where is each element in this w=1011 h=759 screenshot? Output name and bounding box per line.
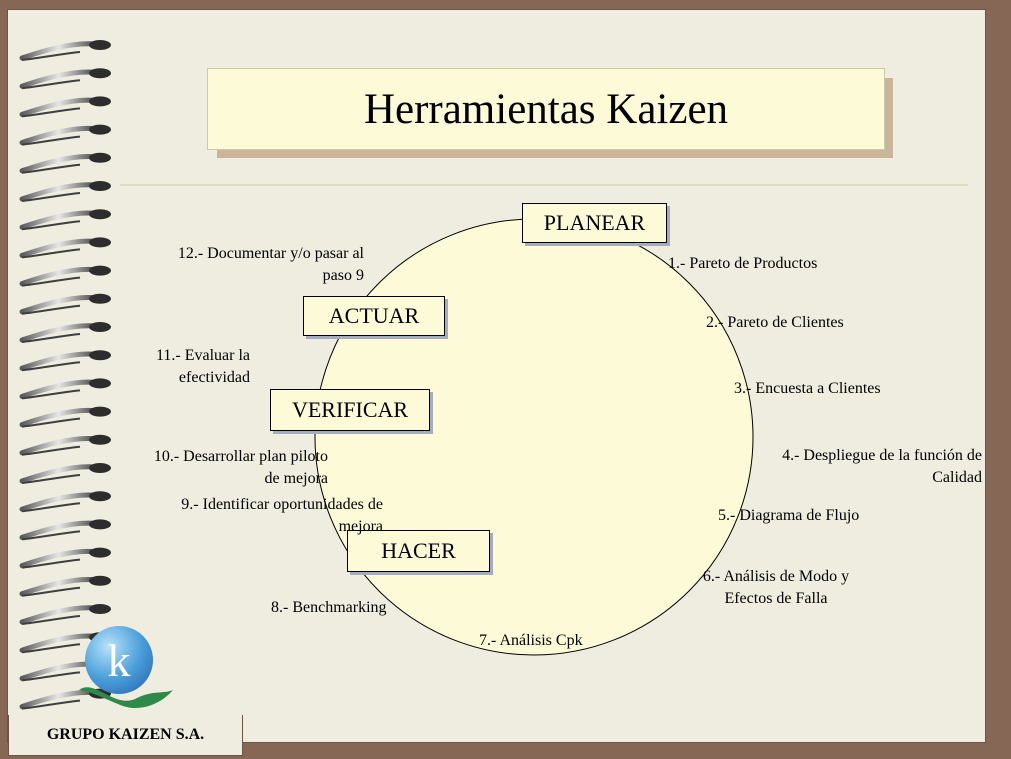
spiral-hole <box>89 406 111 417</box>
spiral-coil-back <box>21 276 81 287</box>
spiral-coil-back <box>21 304 81 315</box>
spiral-coil <box>19 154 98 174</box>
tool-label-8: 8.- Benchmarking <box>271 599 387 616</box>
svg-text:k: k <box>108 635 131 686</box>
page-title: Herramientas Kaizen <box>207 68 885 150</box>
spiral-hole <box>89 181 111 191</box>
spiral-coil-back <box>21 586 81 597</box>
spiral-hole <box>89 96 111 107</box>
spiral-hole <box>89 209 111 220</box>
phase-box-actuar: ACTUAR <box>303 296 445 336</box>
spiral-hole <box>89 68 111 79</box>
tool-label-5: 5.- Diagrama de Flujo <box>718 507 860 524</box>
spiral-coil-back <box>21 220 81 231</box>
spiral-binding-icon <box>19 40 111 710</box>
phase-box-planear: PLANEAR <box>522 203 667 243</box>
spiral-hole <box>89 265 111 276</box>
spiral-coil-back <box>21 361 81 372</box>
spiral-coil-back <box>21 699 81 710</box>
spiral-coil-back <box>21 502 81 513</box>
spiral-coil-back <box>21 192 81 202</box>
spiral-coil <box>19 464 98 484</box>
spiral-hole <box>89 491 111 502</box>
spiral-coil <box>19 323 98 343</box>
spiral-hole <box>89 463 111 473</box>
spiral-hole <box>89 40 111 50</box>
spiral-coil-back <box>21 474 81 484</box>
spiral-hole <box>89 547 111 558</box>
spiral-hole <box>89 322 111 332</box>
spiral-hole <box>89 604 111 614</box>
spiral-hole <box>89 237 111 248</box>
spiral-coil <box>19 436 98 456</box>
spiral-coil <box>19 125 98 146</box>
spiral-coil <box>19 548 98 569</box>
tool-label-7: 7.- Análisis Cpk <box>479 632 583 649</box>
spiral-coil-back <box>21 417 81 428</box>
spiral-coil <box>19 577 98 597</box>
spiral-hole <box>89 434 111 445</box>
spiral-coil-back <box>21 445 81 456</box>
spiral-coil <box>19 41 98 61</box>
spiral-coil <box>19 295 98 315</box>
phase-box-hacer: HACER <box>347 530 490 572</box>
spiral-coil-back <box>21 530 81 541</box>
spiral-coil-back <box>21 135 81 146</box>
spiral-coil <box>19 407 98 428</box>
spiral-coil-back <box>21 248 81 259</box>
spiral-coil <box>19 605 98 625</box>
spiral-hole <box>89 124 111 135</box>
spiral-coil <box>19 351 98 371</box>
footer-company: GRUPO KAIZEN S.A. <box>8 715 243 756</box>
spiral-coil-back <box>21 671 81 682</box>
spiral-coil <box>19 210 98 230</box>
spiral-coil-back <box>21 558 81 569</box>
spiral-coil <box>19 266 98 287</box>
spiral-hole <box>89 519 111 530</box>
phase-box-verificar: VERIFICAR <box>270 389 430 431</box>
spiral-coil <box>19 633 98 653</box>
tool-label-1: 1.- Pareto de Productos <box>668 255 818 272</box>
spiral-coil <box>19 182 98 202</box>
tool-label-3: 3.- Encuesta a Clientes <box>734 380 881 397</box>
tool-label-2: 2.- Pareto de Clientes <box>706 314 844 331</box>
spiral-coil <box>19 97 98 117</box>
spiral-coil-back <box>21 107 81 118</box>
spiral-hole <box>89 152 111 163</box>
spiral-coil-back <box>21 79 81 90</box>
spiral-coil <box>19 520 98 540</box>
spiral-hole <box>89 575 111 586</box>
spiral-coil-back <box>21 389 81 400</box>
kaizen-logo-icon: k <box>79 626 173 709</box>
spiral-coil <box>19 379 98 399</box>
spiral-coil-back <box>21 163 81 174</box>
spiral-hole <box>89 293 111 304</box>
spiral-coil-back <box>21 643 81 654</box>
spiral-coil-back <box>21 615 81 625</box>
spiral-coil-back <box>21 333 81 343</box>
spiral-coil <box>19 492 98 512</box>
spiral-coil-back <box>21 51 81 61</box>
title-divider <box>120 184 968 186</box>
spiral-coil <box>19 689 98 710</box>
spiral-hole <box>89 350 111 361</box>
spiral-hole <box>89 378 111 389</box>
spiral-coil <box>19 69 98 89</box>
spiral-coil <box>19 238 98 258</box>
